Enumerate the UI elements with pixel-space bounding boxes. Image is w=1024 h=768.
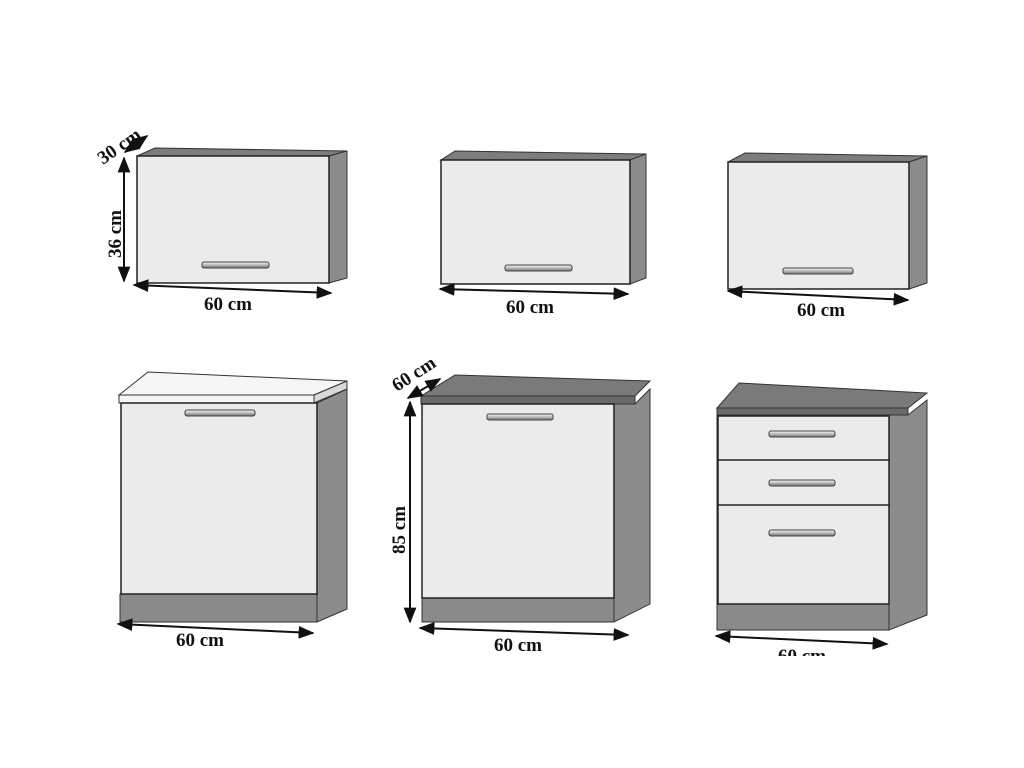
width-arrow <box>438 282 630 301</box>
wall-unit-3 <box>727 152 928 290</box>
side-face <box>629 153 647 285</box>
height-label: 85 cm <box>389 506 410 554</box>
depth-arrow <box>123 135 149 153</box>
width-arrow <box>714 630 889 650</box>
width-label: 60 cm <box>494 635 542 656</box>
side-face <box>316 388 348 623</box>
width-label: 60 cm <box>204 294 252 315</box>
door-handle <box>782 267 854 275</box>
worktop-edge <box>420 395 636 405</box>
door-handle <box>486 413 554 421</box>
dimension-lines <box>116 135 910 650</box>
width-label: 60 cm <box>797 300 845 321</box>
plinth <box>421 597 615 623</box>
base-unit-3 <box>715 382 929 631</box>
base-unit-2 <box>419 374 652 623</box>
worktop-edge <box>118 394 315 404</box>
base-unit-1 <box>117 371 348 623</box>
width-arrow <box>726 285 910 306</box>
width-arrow <box>116 618 315 639</box>
drawer-handle <box>768 479 836 487</box>
side-face <box>908 155 928 290</box>
door-handle <box>504 264 573 272</box>
cabinet-door <box>421 403 615 599</box>
depth-arrow <box>406 378 442 399</box>
width-arrow <box>418 622 630 641</box>
worktop-edge <box>716 407 909 416</box>
height-label: 36 cm <box>105 210 126 258</box>
top-face <box>136 147 348 157</box>
top-face <box>439 150 647 161</box>
worktop-top <box>419 374 652 397</box>
worktop-top <box>715 382 929 409</box>
side-face <box>888 398 928 631</box>
cabinet-front <box>440 159 631 285</box>
wall-unit-2 <box>439 150 647 285</box>
cabinet-door <box>120 402 318 595</box>
top-face <box>727 152 928 163</box>
door-handle <box>184 409 256 417</box>
width-label: 60 cm <box>506 297 554 318</box>
drawer-handle <box>768 430 836 438</box>
door-handle <box>201 261 270 269</box>
width-arrow <box>132 279 333 299</box>
drawer-handle <box>768 529 836 537</box>
plinth <box>119 593 318 623</box>
bottom-crop <box>0 656 1024 768</box>
side-face <box>613 387 651 623</box>
worktop-top <box>117 371 348 396</box>
side-face <box>328 150 348 284</box>
cabinet-front <box>727 161 910 290</box>
drawer-front <box>717 415 890 462</box>
wall-unit-1 <box>136 147 348 284</box>
width-label: 60 cm <box>176 630 224 651</box>
drawer-front <box>717 504 890 605</box>
